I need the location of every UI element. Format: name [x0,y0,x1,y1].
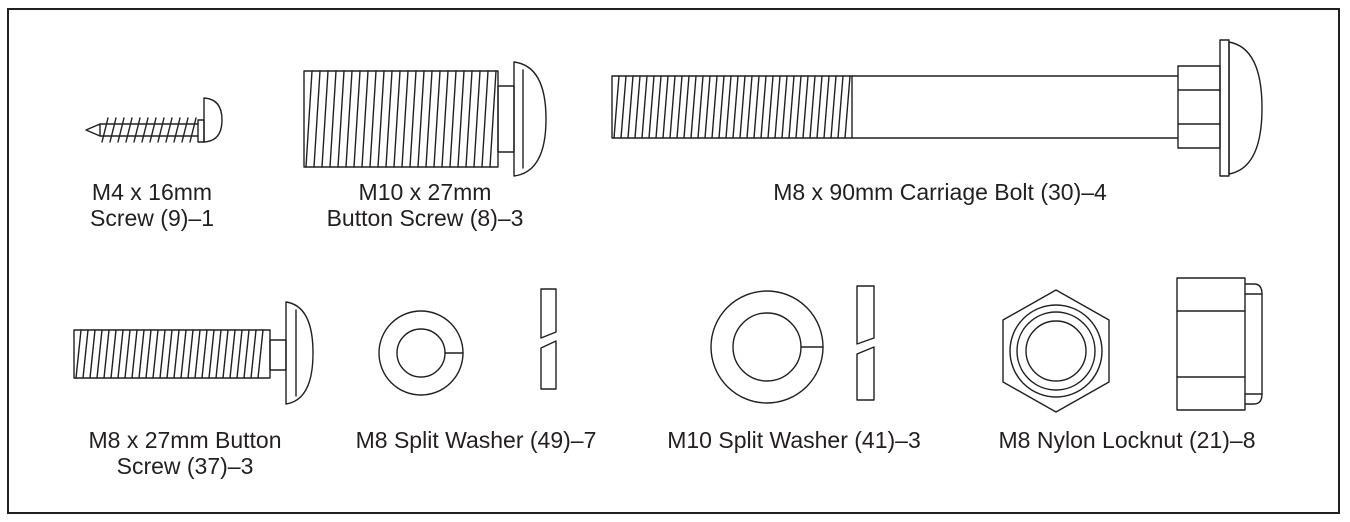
label-line: M4 x 16mm [91,179,213,205]
label-line: M10 x 27mm [358,179,492,205]
button-screw-m10-illustration [303,61,547,177]
label-line: Button Screw (8)–3 [326,205,524,231]
split-washer-m10-illustration [710,285,875,404]
label-line: M8 Nylon Locknut (21)–8 [998,427,1256,453]
label-button-screw-m8: M8 x 27mm Button Screw (37)–3 [60,427,310,479]
label-line: Screw (9)–1 [90,205,214,231]
carriage-bolt-m8-illustration [611,39,1263,177]
nylon-locknut-m8-illustration [1002,277,1263,413]
label-screw-m4: M4 x 16mm Screw (9)–1 [60,179,244,231]
button-screw-m8-illustration [73,301,314,405]
screw-m4-illustration [85,97,223,143]
label-button-screw-m10: M10 x 27mm Button Screw (8)–3 [300,179,550,231]
label-line: M8 x 27mm Button [88,427,282,453]
split-washer-m8-illustration [378,288,557,396]
label-split-washer-m10: M10 Split Washer (41)–3 [644,427,944,453]
label-line: M8 Split Washer (49)–7 [355,427,597,453]
label-carriage-bolt-m8: M8 x 90mm Carriage Bolt (30)–4 [700,179,1180,205]
label-split-washer-m8: M8 Split Washer (49)–7 [326,427,626,453]
label-nylon-locknut-m8: M8 Nylon Locknut (21)–8 [967,427,1287,453]
label-line: Screw (37)–3 [116,453,254,479]
label-line: M10 Split Washer (41)–3 [667,427,921,453]
label-line: M8 x 90mm Carriage Bolt (30)–4 [773,179,1107,205]
